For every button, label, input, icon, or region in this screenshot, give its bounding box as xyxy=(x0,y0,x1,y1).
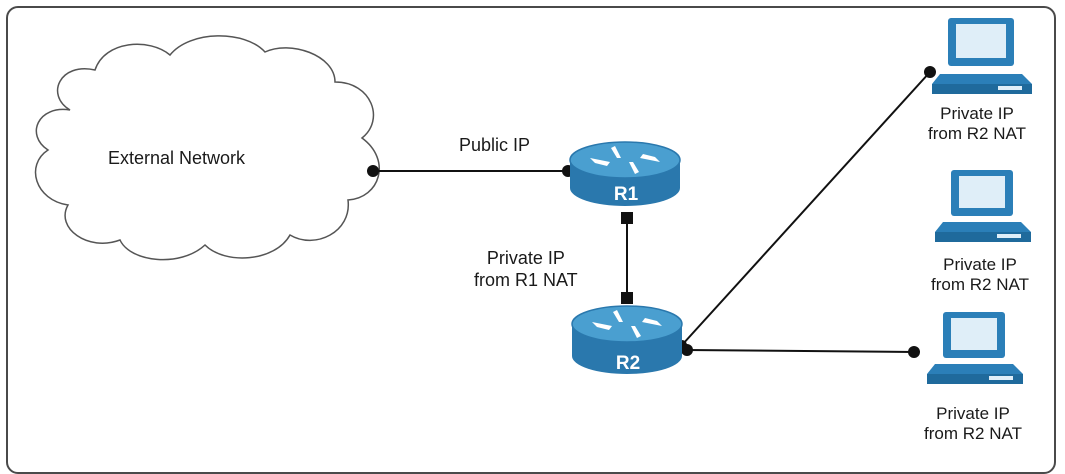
public-ip-label: Public IP xyxy=(459,135,531,155)
port-host3 xyxy=(908,346,920,358)
host-2-label: Private IP from R2 NAT xyxy=(931,255,1029,294)
port-r2-host3 xyxy=(681,344,693,356)
port-r2-up xyxy=(621,292,633,304)
pc-host-3-icon xyxy=(927,312,1023,384)
router-r2-label: R2 xyxy=(615,353,641,374)
pc-host-2-icon xyxy=(935,170,1031,242)
port-r1-down xyxy=(621,212,633,224)
link-r2-host1 xyxy=(681,71,931,346)
router-r1-icon xyxy=(569,141,681,206)
cloud-label: External Network xyxy=(108,148,246,168)
host-1-label: Private IP from R2 NAT xyxy=(928,104,1026,143)
external-network-cloud xyxy=(34,35,380,261)
router-r2-icon xyxy=(571,305,683,374)
pc-host-1-icon xyxy=(932,18,1032,94)
link-r2-host3 xyxy=(685,349,915,353)
r1-nat-label: Private IP from R1 NAT xyxy=(474,248,578,290)
port-cloud xyxy=(367,165,379,177)
router-r1-label: R1 xyxy=(613,184,639,205)
port-host1 xyxy=(924,66,936,78)
host-3-label: Private IP from R2 NAT xyxy=(924,404,1022,443)
